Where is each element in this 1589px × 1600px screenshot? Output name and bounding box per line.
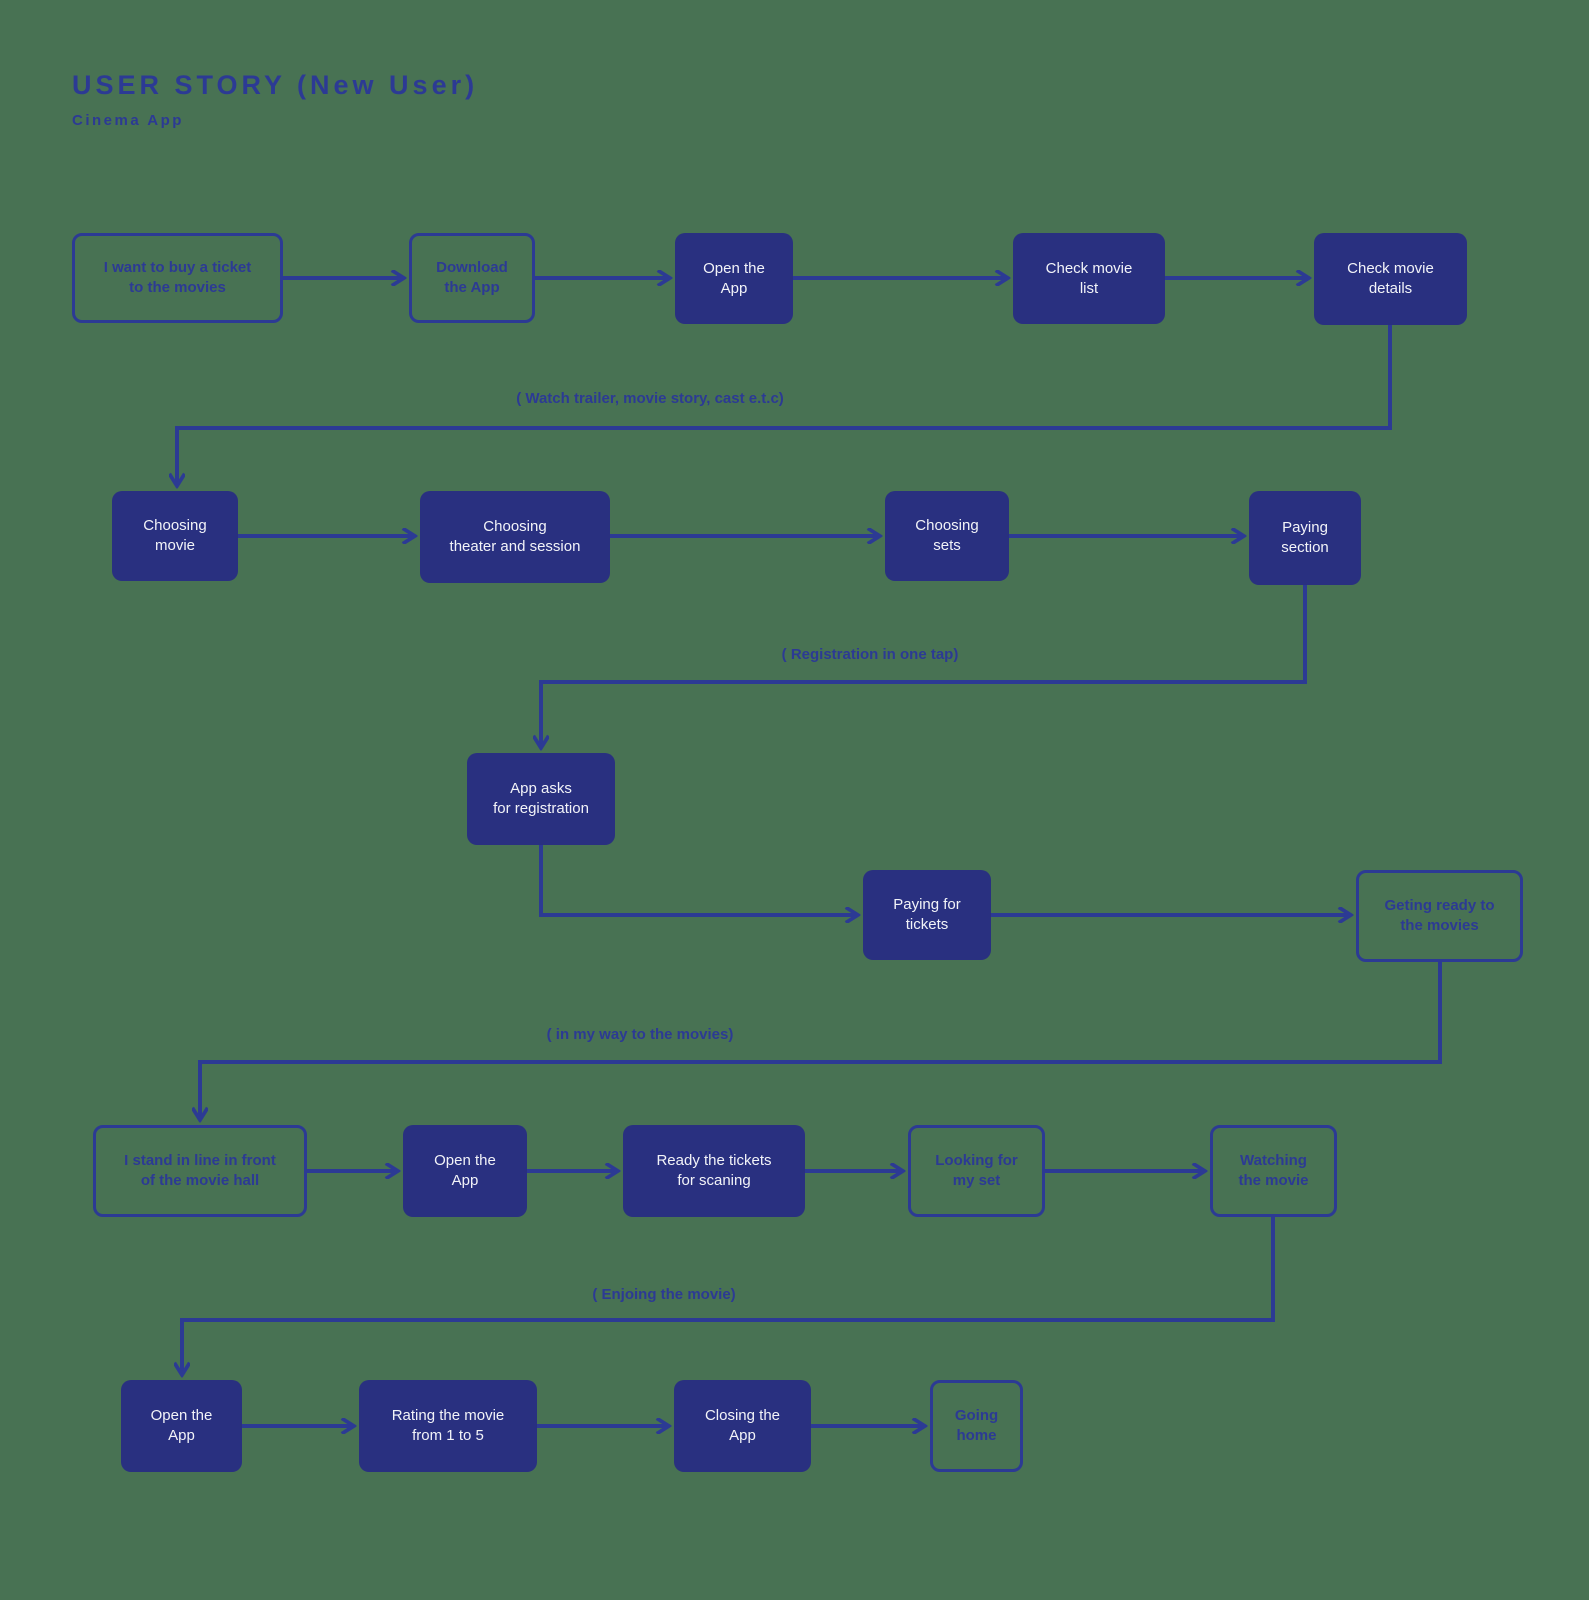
node-choosing-movie: Choosing movie bbox=[112, 491, 238, 581]
node-choosing-sets: Choosing sets bbox=[885, 491, 1009, 581]
annotation-watch-trailer: ( Watch trailer, movie story, cast e.t.c… bbox=[516, 390, 784, 407]
node-choosing-theater-session: Choosing theater and session bbox=[420, 491, 610, 583]
node-want-to-buy-ticket: I want to buy a ticket to the movies bbox=[72, 233, 283, 323]
node-closing-the-app: Closing the App bbox=[674, 1380, 811, 1472]
page-title: USER STORY (New User) bbox=[72, 70, 479, 100]
node-looking-for-my-set: Looking for my set bbox=[908, 1125, 1045, 1217]
node-open-the-app-3: Open the App bbox=[121, 1380, 242, 1472]
node-check-movie-details: Check movie details bbox=[1314, 233, 1467, 325]
node-app-asks-registration: App asks for registration bbox=[467, 753, 615, 845]
connector-getting-ready-to-stand-in-line bbox=[200, 962, 1442, 1120]
node-rating-the-movie: Rating the movie from 1 to 5 bbox=[359, 1380, 537, 1472]
connector-watching-to-open-app bbox=[182, 1217, 1275, 1375]
node-check-movie-list: Check movie list bbox=[1013, 233, 1165, 324]
node-paying-for-tickets: Paying for tickets bbox=[863, 870, 991, 960]
node-open-the-app-2: Open the App bbox=[403, 1125, 527, 1217]
annotation-enjoying: ( Enjoing the movie) bbox=[592, 1286, 736, 1303]
node-watching-the-movie: Watching the movie bbox=[1210, 1125, 1337, 1217]
connector-registration-to-paying-tickets bbox=[539, 845, 858, 915]
annotation-on-my-way: ( in my way to the movies) bbox=[546, 1026, 734, 1043]
node-stand-in-line: I stand in line in front of the movie ha… bbox=[93, 1125, 307, 1217]
node-download-the-app: Download the App bbox=[409, 233, 535, 323]
connector-details-to-choosing-movie bbox=[177, 325, 1392, 486]
node-getting-ready: Geting ready to the movies bbox=[1356, 870, 1523, 962]
node-going-home: Going home bbox=[930, 1380, 1023, 1472]
connector-paying-to-registration bbox=[541, 585, 1307, 748]
node-ready-tickets-scanning: Ready the tickets for scaning bbox=[623, 1125, 805, 1217]
node-open-the-app-1: Open the App bbox=[675, 233, 793, 324]
node-paying-section: Paying section bbox=[1249, 491, 1361, 585]
annotation-registration: ( Registration in one tap) bbox=[781, 646, 959, 663]
page-subtitle: Cinema App bbox=[72, 112, 184, 129]
